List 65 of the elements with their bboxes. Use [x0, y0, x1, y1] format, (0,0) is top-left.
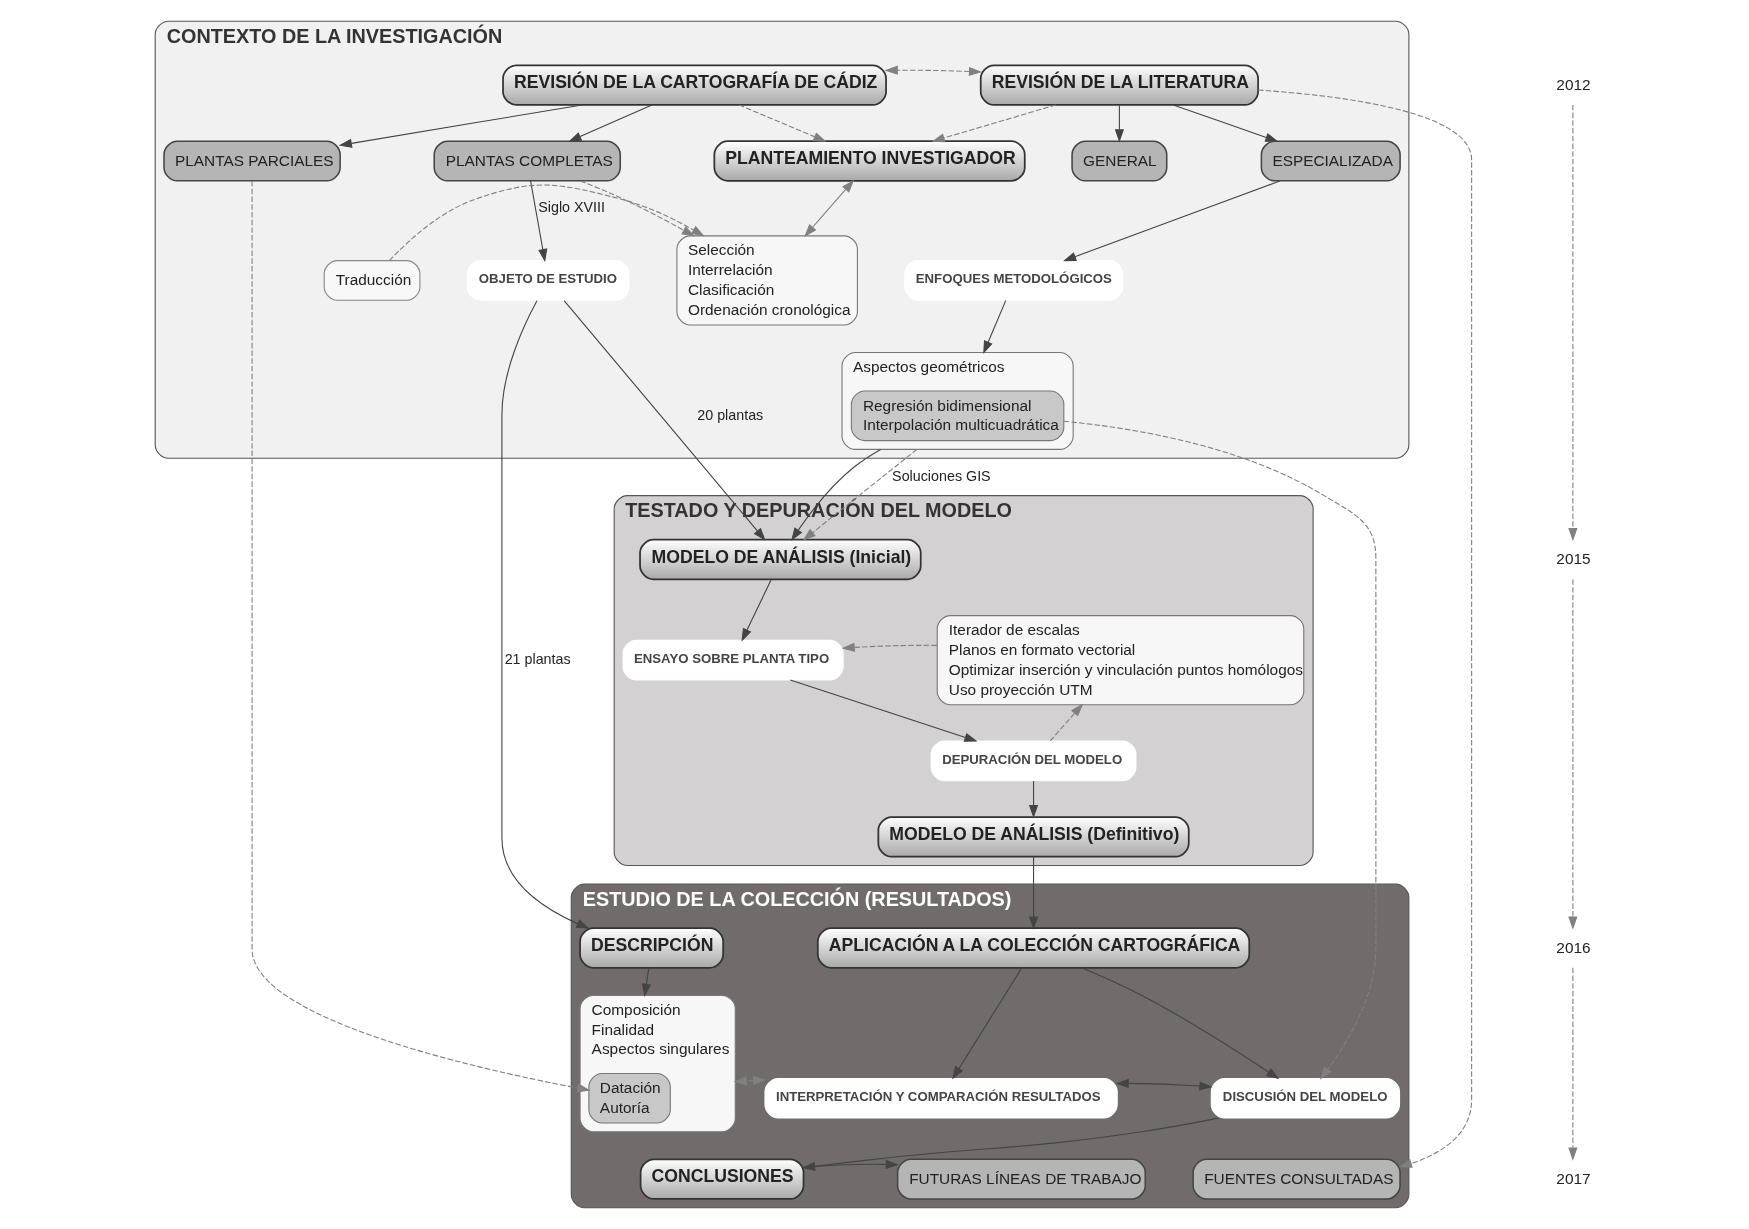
node-box: Datación Autoría [588, 1072, 671, 1124]
arrow [563, 300, 766, 541]
arrow [1028, 780, 1039, 819]
node-text: 2017 [1556, 1169, 1591, 1187]
edge-label: Soluciones GIS [892, 467, 991, 484]
arrow [884, 65, 983, 77]
arrow [952, 967, 1023, 1080]
node-box: PLANTAS PARCIALES [163, 140, 341, 182]
arrow [1063, 420, 1377, 1080]
node-box: GENERAL [1071, 140, 1168, 182]
arrow [1257, 89, 1473, 1168]
node-box: Selección Interrelación Clasificación Ordenación cronológica [676, 235, 858, 326]
arrow [641, 967, 651, 997]
node-text: 2012 [1556, 75, 1591, 93]
node-box: INTERPRETACIÓN Y COMPARACIÓN RESULTADOS [764, 1077, 1118, 1119]
node-box: ENSAYO SOBRE PLANTA TIPO [622, 639, 844, 681]
arrow [931, 104, 1057, 143]
node-text: 2016 [1556, 938, 1591, 956]
arrow [1568, 104, 1578, 542]
arrow [1081, 967, 1280, 1080]
arrow [251, 180, 591, 1093]
node-box: FUTURAS LÍNEAS DE TRABAJO [896, 1158, 1147, 1200]
node-box: DEPURACIÓN DEL MODELO [930, 740, 1137, 782]
arrow [841, 642, 938, 652]
node-box: ESPECIALIZADA [1260, 140, 1401, 182]
node-box: FUENTES CONSULTADAS [1192, 1158, 1401, 1200]
node-box: PLANTAS COMPLETAS [433, 140, 621, 182]
arrow [1063, 180, 1281, 262]
arrow [388, 184, 705, 262]
edge-label: 20 plantas [697, 406, 764, 423]
node-box: MODELO DE ANÁLISIS (Definitivo) [877, 816, 1190, 858]
arrow [530, 180, 548, 263]
node-box: DESCRIPCIÓN [579, 927, 725, 969]
arrow [338, 104, 583, 148]
arrow [568, 104, 653, 142]
arrow [1172, 104, 1279, 142]
arrow [1114, 104, 1125, 143]
node-text: 2015 [1556, 550, 1591, 568]
arrow [1028, 856, 1039, 930]
arrow [789, 679, 978, 742]
node-box: Traducción [323, 260, 421, 301]
arrow [501, 300, 590, 929]
node-box: DISCUSIÓN DEL MODELO [1210, 1077, 1401, 1119]
arrow [1568, 578, 1578, 930]
arrow [579, 180, 696, 237]
edge-label: 21 plantas [504, 650, 571, 667]
node-box: PLANTEAMIENTO INVESTIGADOR [713, 140, 1026, 182]
edge-label: Siglo XVIII [538, 199, 606, 216]
node-box: APLICACIÓN A LA COLECCIÓN CARTOGRÁFICA [816, 927, 1251, 969]
arrow [738, 104, 827, 142]
arrow [1115, 1078, 1213, 1091]
arrow [983, 299, 1007, 355]
arrow [1568, 967, 1578, 1161]
node-box: Regresión bidimensional Interpolación multicuadrática [850, 390, 1065, 442]
arrow [1049, 703, 1084, 742]
node-box: CONCLUSIONES [639, 1158, 805, 1200]
node-box: OBJETO DE ESTUDIO [466, 260, 630, 301]
arrow [741, 579, 772, 642]
node-box: REVISIÓN DE LA CARTOGRAFÍA DE CÁDIZ [502, 64, 887, 106]
node-box: ENFOQUES METODOLÓGICOS [904, 260, 1124, 301]
arrow [804, 179, 855, 237]
arrow [733, 1075, 767, 1086]
node-box: REVISIÓN DE LA LITERATURA [979, 64, 1259, 106]
node-box: MODELO DE ANÁLISIS (Inicial) [639, 538, 922, 581]
node-box: Iterador de escalas Planos en formato vectorial Optimizar inserción y vinculación puntos homólogos Uso proyección UTM [936, 615, 1305, 706]
